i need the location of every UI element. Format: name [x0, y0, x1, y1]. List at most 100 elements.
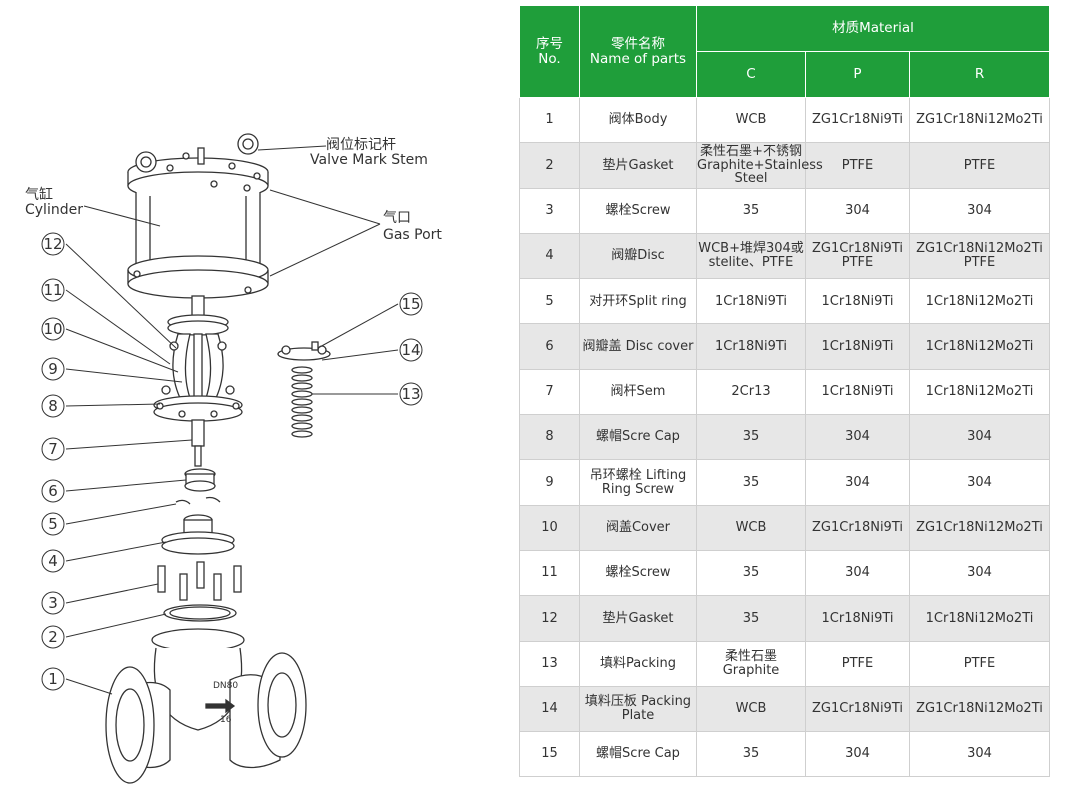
cell-r: 1Cr18Ni12Mo2Ti — [908, 323, 1051, 370]
cell-c: WCB — [696, 96, 806, 144]
body-dn-marking: DN80 — [213, 681, 238, 691]
part-number-4: 4 — [48, 552, 58, 570]
cell-name: 垫片Gasket — [579, 595, 697, 642]
cell-name: 螺栓Screw — [579, 549, 697, 597]
cell-name: 阀盖Cover — [579, 504, 697, 551]
cell-p: 304 — [805, 414, 910, 461]
part-number-3: 3 — [48, 594, 58, 612]
cell-no: 13 — [519, 640, 580, 687]
cell-c: WCB+堆焊304或stelite、PTFE — [696, 232, 806, 280]
header-material-r: R — [908, 51, 1051, 98]
part-number-8: 8 — [48, 397, 58, 415]
header-name: 零件名称 Name of parts — [579, 5, 697, 98]
part-number-15: 15 — [401, 295, 420, 313]
cell-r: ZG1Cr18Ni12Mo2Ti — [908, 685, 1051, 733]
header-no-cn: 序号 — [536, 36, 563, 53]
header-no-en: No. — [538, 50, 561, 67]
cell-c: WCB — [696, 504, 806, 551]
part-number-6: 6 — [48, 482, 58, 500]
cell-c: 35 — [696, 187, 806, 234]
cell-r: 304 — [908, 414, 1051, 461]
valve-mark-stem-en-label: Valve Mark Stem — [310, 152, 428, 168]
part-number-10: 10 — [43, 320, 62, 338]
cell-r: 1Cr18Ni12Mo2Ti — [908, 595, 1051, 642]
cell-name: 填料压板 Packing Plate — [579, 685, 697, 733]
cell-c: 1Cr18Ni9Ti — [696, 278, 806, 325]
cell-no: 12 — [519, 595, 580, 642]
cell-name: 垫片Gasket — [579, 142, 697, 189]
cell-no: 5 — [519, 278, 580, 325]
cell-p: 1Cr18Ni9Ti — [805, 323, 910, 370]
cell-name: 对开环Split ring — [579, 278, 697, 325]
cell-r: 1Cr18Ni12Mo2Ti — [908, 368, 1051, 416]
cell-r: 304 — [908, 549, 1051, 597]
cell-no: 14 — [519, 685, 580, 733]
packing-drawing — [277, 341, 331, 438]
cell-p: ZG1Cr18Ni9Ti — [805, 685, 910, 733]
cylinder-cn-label: 气缸 — [25, 186, 53, 203]
cell-r: PTFE — [908, 640, 1051, 687]
part-number-11: 11 — [43, 281, 62, 299]
cell-r: PTFE — [908, 142, 1051, 189]
parts-material-table: 序号 No. 零件名称 Name of parts 材质Material C P… — [519, 5, 1051, 778]
cell-p: 1Cr18Ni9Ti — [805, 368, 910, 416]
cell-name: 填料Packing — [579, 640, 697, 687]
part-number-13: 13 — [401, 385, 420, 403]
cell-p: 304 — [805, 459, 910, 506]
cell-p: 304 — [805, 187, 910, 234]
cell-name: 螺帽Scre Cap — [579, 731, 697, 778]
cell-name: 螺栓Screw — [579, 187, 697, 234]
cell-no: 15 — [519, 731, 580, 778]
cell-name: 阀杆Sem — [579, 368, 697, 416]
part-number-12: 12 — [43, 235, 62, 253]
part-number-2: 2 — [48, 628, 58, 646]
cell-no: 6 — [519, 323, 580, 370]
cell-p: PTFE — [805, 640, 910, 687]
cell-p: PTFE — [805, 142, 910, 189]
cell-c: 柔性石墨 Graphite — [696, 640, 806, 687]
cell-no: 10 — [519, 504, 580, 551]
header-material: 材质Material — [695, 5, 1051, 52]
valve-mark-stem-cn-label: 阀位标记杆 — [326, 137, 396, 153]
cell-name: 阀瓣盖 Disc cover — [579, 323, 697, 370]
cell-p: 1Cr18Ni9Ti — [805, 595, 910, 642]
cell-c: 35 — [696, 595, 806, 642]
part-number-7: 7 — [48, 440, 58, 458]
cylinder-drawing — [127, 133, 269, 299]
part-number-14: 14 — [401, 341, 420, 359]
cell-c: 35 — [696, 414, 806, 461]
cell-name: 吊环螺栓 Lifting Ring Screw — [579, 459, 697, 506]
header-material-c: C — [696, 51, 806, 98]
cell-no: 3 — [519, 187, 580, 234]
part-number-9: 9 — [48, 360, 58, 378]
header-name-en: Name of parts — [589, 50, 687, 67]
cell-no: 9 — [519, 459, 580, 506]
cell-p: 1Cr18Ni9Ti — [805, 278, 910, 325]
cell-r: 304 — [908, 731, 1051, 778]
header-material-p: P — [805, 51, 910, 98]
gas-port-en-label: Gas Port — [383, 227, 442, 243]
cell-r: 1Cr18Ni12Mo2Ti — [908, 278, 1051, 325]
cell-r: 304 — [908, 459, 1051, 506]
cell-c: 35 — [696, 459, 806, 506]
cell-c: 2Cr13 — [696, 368, 806, 416]
cell-r: 304 — [908, 187, 1051, 234]
cell-r: ZG1Cr18Ni12Mo2Ti — [908, 96, 1051, 144]
gas-port-cn-label: 气口 — [383, 210, 411, 226]
cell-c: 柔性石墨+不锈钢Graphite+Stainless Steel — [696, 142, 823, 189]
body-pn-marking: 16 — [220, 715, 232, 725]
valve-body-drawing — [105, 628, 307, 784]
